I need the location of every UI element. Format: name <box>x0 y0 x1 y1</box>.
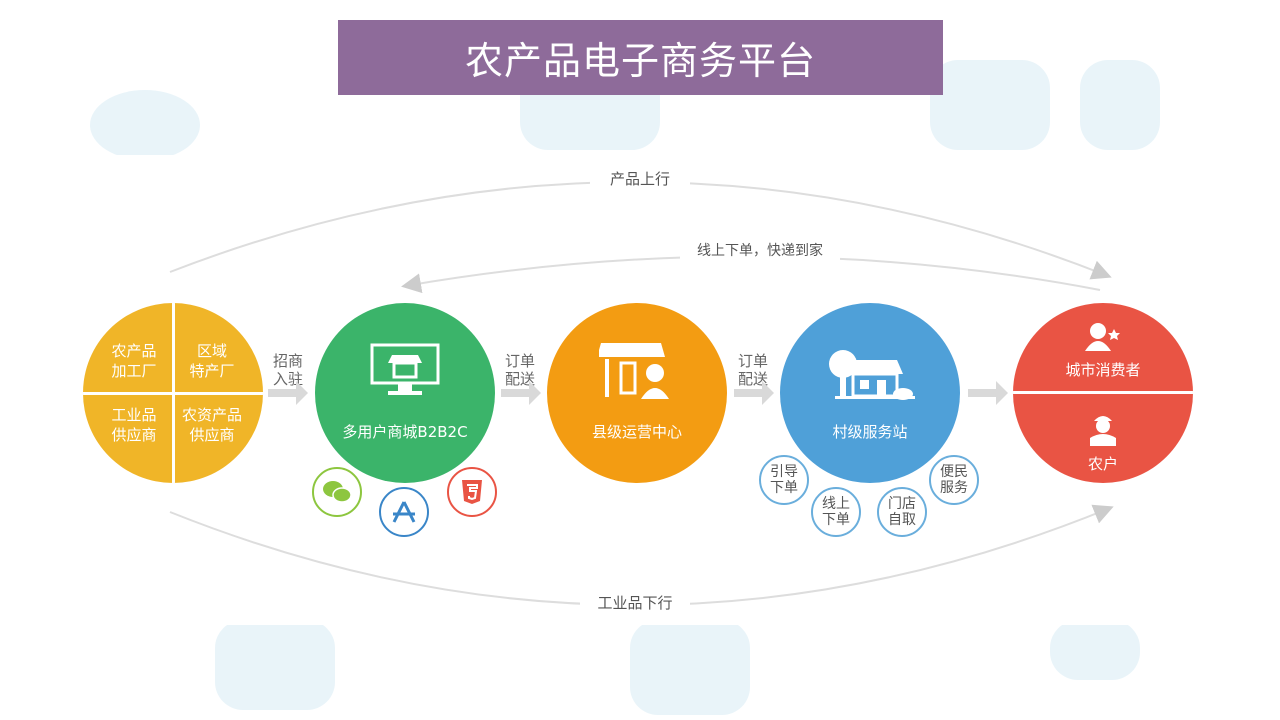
monitor-store-icon <box>370 343 440 395</box>
node-village: 村级服务站 <box>780 303 960 483</box>
arrow-icon <box>268 381 308 405</box>
storefront-person-icon <box>599 343 669 399</box>
supplier-item: 区域特产厂 <box>189 342 235 380</box>
html5-icon <box>462 480 482 504</box>
wechat-icon <box>323 481 352 503</box>
divider <box>1013 391 1193 394</box>
flow-label-inner: 线上下单，快递到家 <box>680 242 840 260</box>
arrow-icon <box>968 381 1008 405</box>
arrow-icon <box>501 381 541 405</box>
node-label: 多用户商城B2B2C <box>342 423 468 441</box>
arrow-icon <box>734 381 774 405</box>
watermark <box>1050 620 1140 680</box>
app-store-channel[interactable] <box>379 487 429 537</box>
service-convenience[interactable]: 便民服务 <box>929 455 979 505</box>
app-store-icon <box>392 501 416 523</box>
watermark <box>90 90 200 160</box>
farmer-icon <box>1090 416 1116 446</box>
watermark <box>630 620 750 715</box>
html5-channel[interactable] <box>447 467 497 517</box>
node-label: 村级服务站 <box>832 423 908 441</box>
watermark <box>215 620 335 710</box>
house-tree-icon <box>829 350 915 400</box>
page-title: 农产品电子商务平台 <box>338 20 943 95</box>
watermark <box>1080 60 1160 150</box>
supplier-circle: 农产品加工厂 区域特产厂 工业品供应商 农资产品供应商 <box>83 303 263 483</box>
node-label: 城市消费者 <box>1065 361 1141 379</box>
flow-label-bottom: 工业品下行 <box>580 594 690 612</box>
consumer-icon <box>1085 323 1120 351</box>
wechat-channel[interactable] <box>312 467 362 517</box>
node-county: 县级运营中心 <box>547 303 727 483</box>
service-online-order[interactable]: 线上下单 <box>811 487 861 537</box>
flow-label-top: 产品上行 <box>590 170 690 188</box>
node-endusers: 城市消费者 农户 <box>1013 303 1193 483</box>
node-label: 县级运营中心 <box>591 423 682 441</box>
node-mall: 多用户商城B2B2C <box>315 303 495 483</box>
service-store-pickup[interactable]: 门店自取 <box>877 487 927 537</box>
service-guided-order[interactable]: 引导下单 <box>759 455 809 505</box>
arrow-label: 招商入驻 <box>272 352 303 388</box>
supplier-item: 工业品供应商 <box>111 406 157 444</box>
arrow-label: 订单配送 <box>737 352 768 388</box>
arrow-label: 订单配送 <box>504 352 535 388</box>
supplier-item: 农产品加工厂 <box>111 342 157 380</box>
supplier-item: 农资产品供应商 <box>181 406 242 444</box>
divider <box>83 392 263 395</box>
watermark <box>930 60 1050 150</box>
node-label: 农户 <box>1087 455 1118 473</box>
